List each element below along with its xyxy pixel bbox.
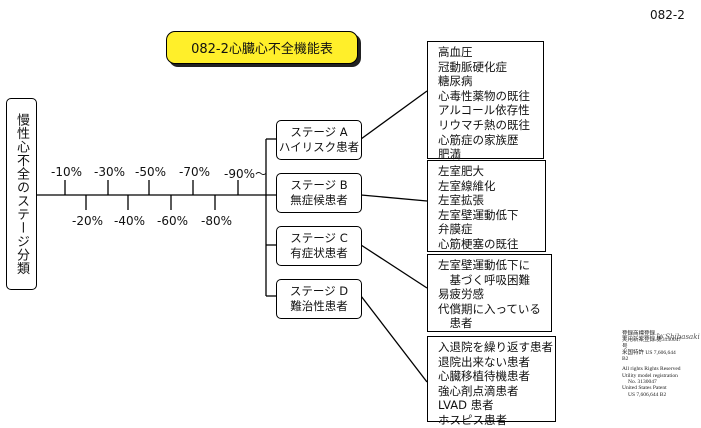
list-item: 心筋梗塞の既往	[438, 236, 519, 251]
stage-a-box: ステージ A ハイリスク患者	[276, 120, 362, 160]
stage-a-risk-list: 高血圧 冠動脈硬化症 糖尿病 心毒性薬物の既往 アルコール依存性 リウマチ熱の既…	[427, 41, 544, 162]
list-item: 心筋症の家族歴	[438, 132, 519, 147]
list-item: 心臓移植待機患者	[438, 369, 530, 384]
stamp-line: All rights Rights Reserved	[622, 366, 681, 373]
list-item: リウマチ熱の既往	[438, 117, 530, 132]
percent-label-bottom: -80%	[201, 214, 233, 228]
percent-label-top: -30%	[94, 165, 126, 179]
stamp-line: No. 3130047	[628, 379, 657, 386]
list-item: 肥満	[438, 147, 461, 162]
stage-name: ステージ C	[290, 231, 348, 245]
stage-c-symptoms-list: 左室壁運動低下に 基づく呼吸困難 易疲労感 代償期に入っている 患者	[427, 254, 552, 332]
list-item: 入退院を繰り返す患者	[438, 340, 553, 354]
stamp-line: 米国特許 US 7,606,644 B2	[622, 349, 676, 363]
stamp-line: Utility model registration	[622, 372, 678, 379]
stage-b-box: ステージ B 無症候患者	[276, 173, 362, 213]
list-item: 左室壁運動低下	[438, 207, 519, 222]
stamp-line: 登録商標登録……	[622, 331, 667, 337]
percent-label-bottom: -40%	[114, 214, 146, 228]
list-item: アルコール依存性	[438, 103, 530, 118]
stage-c-box: ステージ C 有症状患者	[276, 226, 362, 266]
percent-label-top: -90%〜	[224, 167, 268, 181]
list-item: ホスピス患者	[438, 412, 507, 427]
percent-label-bottom: -60%	[157, 214, 189, 228]
list-item: 患者	[438, 316, 473, 331]
stage-description: 有症状患者	[290, 246, 348, 260]
page-number: 082-2	[650, 8, 685, 22]
list-item: 左室壁運動低下に	[438, 258, 530, 272]
classification-label: 慢性心不全のステージ分類	[14, 113, 29, 275]
title-text: 082-2心臓心不全機能表	[191, 42, 333, 57]
stage-name: ステージ B	[290, 178, 348, 192]
list-item: 代償期に入っている	[438, 301, 541, 316]
stamp-line: 実用新案登録 第3130047号	[622, 337, 682, 350]
list-item: LVAD 患者	[438, 398, 494, 413]
list-item: 左室肥大	[438, 164, 484, 178]
list-item: 心毒性薬物の既往	[438, 88, 530, 103]
stamp-line: United States Patent	[622, 385, 667, 392]
signature: Jo Shibasaki	[656, 333, 700, 341]
list-item: 冠動脈硬化症	[438, 59, 507, 74]
stage-name: ステージ A	[290, 125, 348, 139]
list-item: 強心剤点滴患者	[438, 383, 519, 398]
list-item: 糖尿病	[438, 74, 473, 89]
list-item: 左室拡張	[438, 193, 484, 208]
stage-b-findings-list: 左室肥大 左室線維化 左室拡張 左室壁運動低下 弁膜症 心筋梗塞の既往	[427, 160, 546, 252]
percent-label-top: -10%	[51, 165, 83, 179]
registration-stamp: 登録商標登録…… 実用新案登録 第3130047号 米国特許 US 7,606,…	[622, 331, 682, 398]
percent-label-bottom: -20%	[72, 214, 104, 228]
stage-name: ステージ D	[289, 284, 349, 298]
stage-d-box: ステージ D 難治性患者	[276, 279, 362, 319]
classification-label-box: 慢性心不全のステージ分類	[6, 98, 37, 290]
stamp-line: US 7,606,644 B2	[628, 391, 667, 398]
percent-label-top: -70%	[179, 165, 211, 179]
stage-description: 無症候患者	[290, 193, 348, 207]
list-item: 左室線維化	[438, 178, 496, 193]
percent-label-top: -50%	[135, 165, 167, 179]
list-item: 退院出来ない患者	[438, 354, 530, 369]
stage-d-patients-list: 入退院を繰り返す患者 退院出来ない患者 心臓移植待機患者 強心剤点滴患者 LVA…	[427, 336, 556, 427]
stage-description: ハイリスク患者	[278, 140, 360, 154]
list-item: 弁膜症	[438, 222, 473, 237]
list-item: 易疲労感	[438, 287, 484, 302]
title-banner: 082-2心臓心不全機能表	[166, 31, 358, 64]
stage-description: 難治性患者	[290, 299, 348, 313]
list-item: 基づく呼吸困難	[438, 272, 530, 287]
list-item: 高血圧	[438, 45, 473, 59]
